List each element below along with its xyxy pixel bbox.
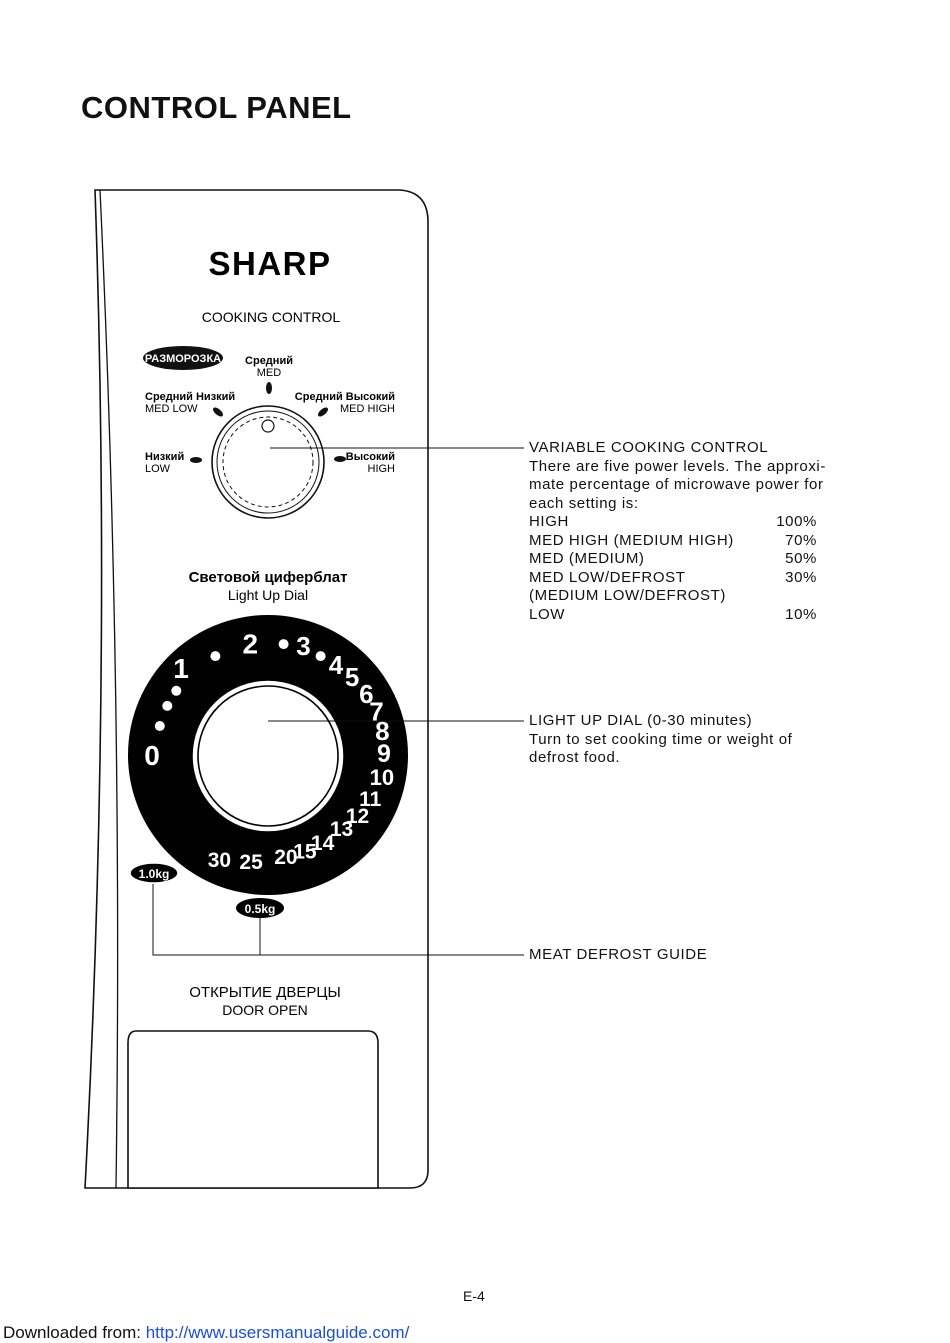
power-level-name: MED (MEDIUM) bbox=[529, 550, 645, 567]
dial-number-11: 11 bbox=[359, 788, 382, 811]
power-level-value: 30% bbox=[785, 568, 817, 586]
variable-control-line: There are five power levels. The approxi… bbox=[529, 457, 826, 475]
power-mark-med-low bbox=[213, 407, 223, 417]
dial-number-10: 10 bbox=[370, 765, 394, 790]
dial-title-ru: Световой циферблат bbox=[189, 569, 348, 586]
dial-number-30: 30 bbox=[208, 849, 231, 872]
download-footer: Downloaded from: http://www.usersmanualg… bbox=[3, 1323, 409, 1343]
download-link[interactable]: http://www.usersmanualguide.com/ bbox=[145, 1323, 410, 1342]
dial-number-13: 13 bbox=[330, 818, 353, 841]
dial-number-9: 9 bbox=[377, 740, 391, 768]
power-level-value: 50% bbox=[785, 550, 817, 567]
dial-number-6: 6 bbox=[359, 679, 373, 709]
download-prefix: Downloaded from: bbox=[3, 1323, 146, 1342]
med-label-ru: Средний bbox=[245, 355, 293, 367]
variable-control-line: mate percentage of microwave power for bbox=[529, 476, 824, 493]
leader-meat-defrost-1 bbox=[152, 884, 524, 956]
dial-number-25: 25 bbox=[239, 851, 263, 874]
door-label-en: DOOR OPEN bbox=[222, 1002, 308, 1018]
power-level-row: HIGH 100% bbox=[529, 513, 817, 532]
med-low-label-en: MED LOW bbox=[145, 403, 198, 415]
page-title: CONTROL PANEL bbox=[81, 90, 352, 125]
brand-logo: SHARP bbox=[208, 245, 331, 282]
panel-outline bbox=[84, 189, 429, 1189]
med-high-label-en: MED HIGH bbox=[340, 403, 395, 415]
high-label-ru: Высокий bbox=[346, 451, 395, 463]
power-mark-high bbox=[334, 456, 346, 462]
dial-title-en: Light Up Dial bbox=[228, 587, 308, 603]
meat-defrost-heading: MEAT DEFROST GUIDE bbox=[529, 946, 708, 963]
panel-bevel bbox=[99, 189, 119, 1189]
med-low-label-ru: Средний Низкий bbox=[145, 391, 235, 403]
dial-dot-2 bbox=[162, 700, 173, 711]
low-label-en: LOW bbox=[145, 463, 171, 475]
power-mark-low bbox=[190, 457, 202, 463]
dial-dot-5 bbox=[278, 639, 289, 650]
high-label-en: HIGH bbox=[368, 463, 396, 475]
power-level-name: (MEDIUM LOW/DEFROST) bbox=[529, 587, 726, 604]
power-knob[interactable] bbox=[211, 405, 325, 519]
power-level-value: 100% bbox=[776, 513, 817, 530]
light-up-dial-heading: LIGHT UP DIAL (0-30 minutes) bbox=[529, 712, 753, 729]
weight-badge-1kg-label: 1.0kg bbox=[139, 867, 170, 881]
dial-number-2: 2 bbox=[243, 629, 259, 660]
power-level-name: HIGH bbox=[529, 513, 569, 530]
dial-number-1: 1 bbox=[173, 653, 189, 684]
dial-dot-4 bbox=[210, 651, 221, 662]
dial-number-3: 3 bbox=[296, 631, 310, 661]
power-level-row: MED LOW/DEFROST 30% bbox=[529, 569, 817, 588]
power-level-name: MED HIGH (MEDIUM HIGH) bbox=[529, 531, 734, 549]
dial-dot-3 bbox=[171, 685, 182, 696]
power-level-value: 10% bbox=[785, 605, 817, 623]
power-mark-med bbox=[266, 382, 272, 394]
dial-dot-6 bbox=[315, 651, 326, 662]
page-number: E-4 bbox=[463, 1288, 485, 1304]
power-level-row: MED (MEDIUM) 50% bbox=[529, 550, 817, 569]
dial-number-0: 0 bbox=[144, 740, 160, 771]
meat-defrost-description: MEAT DEFROST GUIDE bbox=[529, 946, 707, 965]
power-level-row: LOW 10% bbox=[529, 606, 817, 625]
dial-number-14: 14 bbox=[311, 832, 335, 855]
power-level-name: LOW bbox=[529, 605, 565, 623]
dial-dots bbox=[154, 639, 326, 731]
light-up-dial-line: Turn to set cooking time or weight of bbox=[529, 730, 793, 748]
low-label-ru: Низкий bbox=[145, 451, 184, 463]
defrost-badge bbox=[143, 346, 223, 370]
power-level-name: MED LOW/DEFROST bbox=[529, 568, 686, 586]
weight-badge-1kg bbox=[129, 862, 179, 884]
variable-control-description: VARIABLE COOKING CONTROL There are five … bbox=[529, 439, 826, 624]
variable-control-heading: VARIABLE COOKING CONTROL bbox=[529, 439, 769, 456]
med-label-en: MED bbox=[257, 367, 282, 379]
med-high-label-ru: Средний Высокий bbox=[295, 391, 395, 403]
light-up-dial-line: defrost food. bbox=[529, 749, 621, 766]
variable-control-line: each setting is: bbox=[529, 494, 639, 512]
light-up-dial-description: LIGHT UP DIAL (0-30 minutes) Turn to set… bbox=[529, 712, 792, 768]
power-mark-med-high bbox=[318, 407, 328, 417]
weight-badge-05kg-label: 0.5kg bbox=[245, 902, 276, 916]
dial-number-8: 8 bbox=[375, 716, 389, 746]
dial-number-5: 5 bbox=[345, 662, 359, 692]
dial-number-7: 7 bbox=[369, 697, 383, 727]
door-open-button[interactable] bbox=[127, 1030, 379, 1189]
door-label-ru: ОТКРЫТИЕ ДВЕРЦЫ bbox=[189, 984, 341, 1001]
dial-number-4: 4 bbox=[329, 650, 344, 680]
knob-indicator bbox=[261, 419, 275, 433]
dial-dot-1 bbox=[154, 721, 165, 731]
power-level-row: MED HIGH (MEDIUM HIGH) 70% bbox=[529, 532, 817, 551]
power-level-row: (MEDIUM LOW/DEFROST) bbox=[529, 587, 817, 606]
light-up-dial[interactable] bbox=[128, 615, 408, 895]
weight-badge-05kg bbox=[236, 898, 284, 918]
dial-number-15: 15 bbox=[293, 841, 317, 864]
dial-number-12: 12 bbox=[346, 805, 369, 828]
power-level-value: 70% bbox=[785, 531, 817, 549]
cooking-control-label: COOKING CONTROL bbox=[202, 309, 341, 325]
dial-number-20: 20 bbox=[274, 846, 297, 869]
defrost-badge-label: РАЗМОРОЗКА bbox=[145, 353, 221, 365]
